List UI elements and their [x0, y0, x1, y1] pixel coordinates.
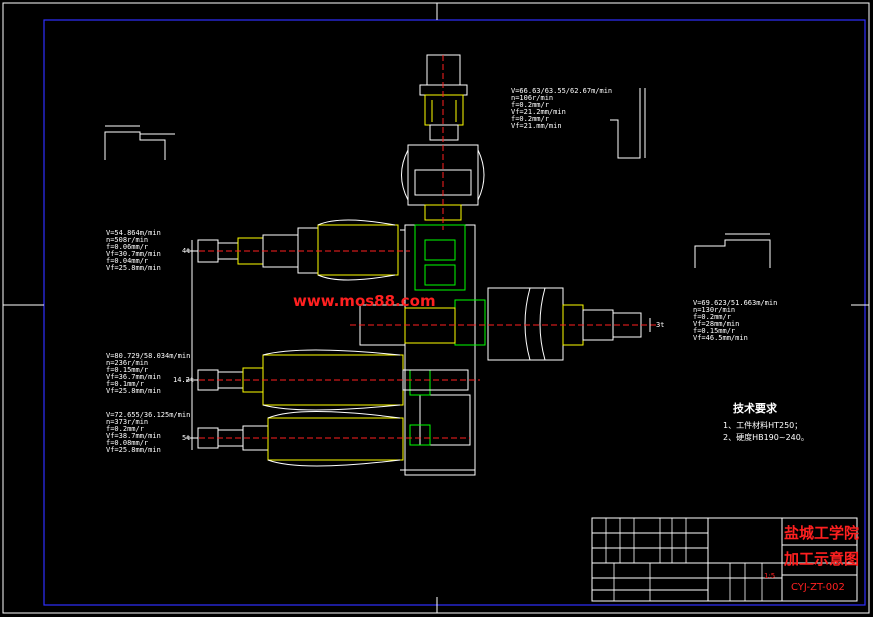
- side-label-1: 4t: [182, 247, 190, 255]
- profile-sketch-right: [694, 233, 771, 268]
- tech-item-1: 1、工件材料HT250；: [723, 420, 802, 430]
- center-left-spindle: [350, 304, 470, 346]
- dim-block-left-2: V=80.729/58.034m/min n=236r/min f=0.15mm…: [106, 352, 195, 395]
- dim-block-right: V=69.623/51.663m/min n=130r/min f=0.2mm/…: [693, 299, 782, 342]
- dim-block-left-3: V=72.655/36.125m/min n=373r/min f=0.2mm/…: [106, 411, 195, 454]
- side-label-2: 14.2t: [173, 376, 194, 384]
- top-spindle-detail: [431, 55, 457, 230]
- fixture-body: [400, 224, 476, 476]
- drawing-scale: 1:5: [764, 572, 775, 580]
- drawing-name: 加工示意图: [783, 550, 859, 568]
- dim-block-left-1: V=54.864m/min n=508r/min f=0.06mm/r Vf=3…: [106, 229, 165, 272]
- dim-block-top: V=66.63/63.55/62.67m/min n=106r/min f=0.…: [511, 87, 616, 130]
- school-name: 盐城工学院: [784, 524, 859, 542]
- left-spindle-2: [190, 349, 480, 411]
- side-label-3: 5t: [182, 434, 190, 442]
- side-label-right: 3t: [656, 321, 664, 329]
- watermark: www.mos88.com: [293, 292, 436, 310]
- tech-title: 技术要求: [733, 401, 778, 415]
- tech-item-2: 2、硬度HB190~240。: [723, 432, 809, 442]
- left-dimension-line: [186, 240, 651, 450]
- title-block-grid: [591, 517, 858, 602]
- drawing-code: CYJ-ZT-002: [791, 582, 845, 593]
- right-spindle-assembly: [470, 287, 660, 361]
- profile-sketch-top-right: [610, 88, 646, 159]
- profile-sketch-left: [104, 125, 175, 160]
- left-spindle-3: [190, 411, 470, 467]
- inner-frame: [43, 19, 866, 606]
- center-marks: [3, 3, 869, 613]
- left-spindle-1: [190, 219, 410, 281]
- fixture-bushings: [409, 239, 486, 446]
